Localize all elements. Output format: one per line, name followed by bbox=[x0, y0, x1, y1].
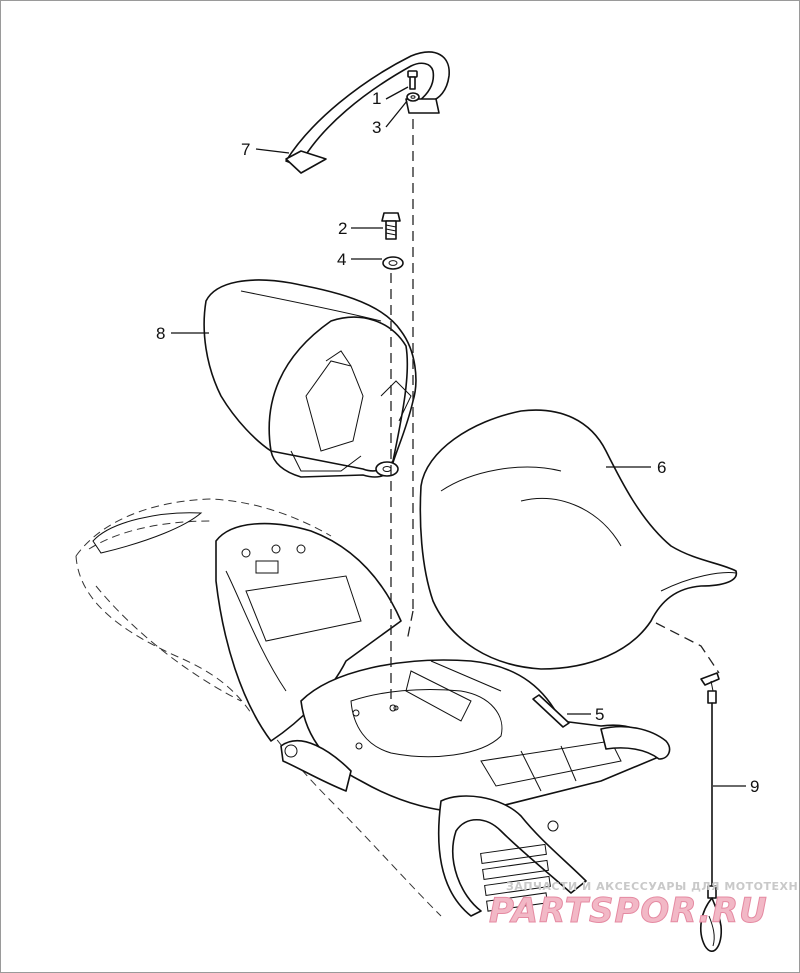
callout-9: 9 bbox=[750, 777, 759, 796]
assembly-lines bbox=[390, 119, 720, 706]
part-9-tether-cable bbox=[700, 672, 723, 952]
frame-grille bbox=[480, 843, 551, 912]
watermark-logo-text: PARTSPOR.RU bbox=[489, 891, 768, 931]
callout-2: 2 bbox=[338, 219, 347, 238]
callout-6: 6 bbox=[657, 458, 666, 477]
part-8-pillion-seat bbox=[203, 279, 417, 478]
part-2-bolt bbox=[381, 212, 401, 240]
part-7-grab-strap bbox=[285, 51, 450, 174]
leader-lines bbox=[171, 86, 746, 787]
part-6-rider-seat bbox=[419, 409, 738, 670]
callout-labels: 1 2 3 4 5 6 7 8 9 bbox=[156, 89, 759, 796]
part-1-screw bbox=[407, 70, 418, 90]
callout-4: 4 bbox=[337, 250, 346, 269]
callout-3: 3 bbox=[372, 118, 381, 137]
callout-8: 8 bbox=[156, 324, 165, 343]
callout-7: 7 bbox=[241, 140, 250, 159]
callout-5: 5 bbox=[595, 705, 604, 724]
part-5-pin bbox=[532, 694, 570, 728]
part-4-washer bbox=[382, 256, 404, 270]
watermark-tagline: ЗАПЧАСТИ И АКСЕССУАРЫ ДЛЯ МОТОТЕХНИКИ bbox=[506, 880, 800, 893]
callout-1: 1 bbox=[372, 89, 381, 108]
part-3-washer bbox=[406, 92, 420, 102]
watermark: ЗАПЧАСТИ И АКСЕССУАРЫ ДЛЯ МОТОТЕХНИКИ PA… bbox=[489, 880, 800, 932]
